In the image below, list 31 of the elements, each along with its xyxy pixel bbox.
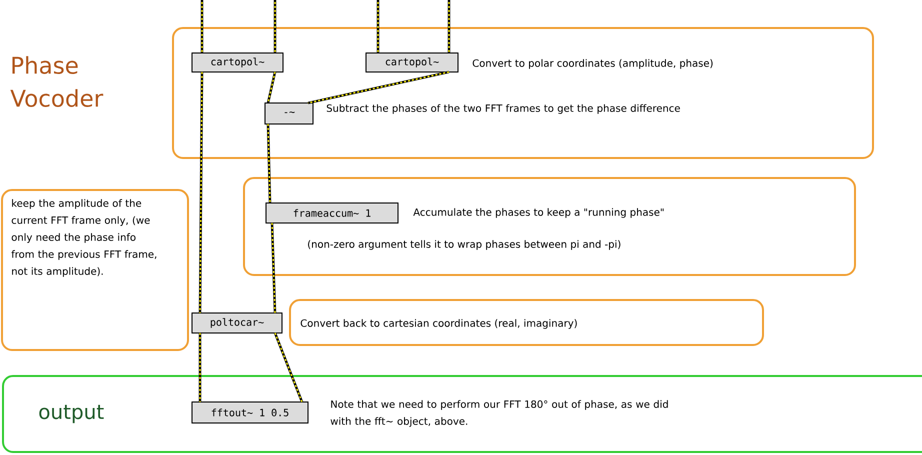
section-heading: output bbox=[39, 404, 104, 424]
patch-cord bbox=[274, 332, 304, 402]
patch-cord bbox=[376, 0, 380, 53]
patch-cord bbox=[270, 222, 276, 314]
patch-cord bbox=[308, 70, 450, 104]
patch-cord bbox=[198, 72, 204, 313]
object-box: -~ bbox=[264, 102, 314, 124]
comment-panel bbox=[172, 27, 874, 159]
comment-text: Note that we need to perform our FFT 180° out of phase, as we did with the fft~ object, above. bbox=[330, 400, 668, 427]
comment-text: Convert to polar coordinates (amplitude, phase) bbox=[472, 59, 713, 69]
patch-cord bbox=[200, 0, 204, 53]
comment-panel bbox=[243, 177, 856, 276]
comment-text: Subtract the phases of the two FFT frames to get the phase difference bbox=[326, 104, 680, 114]
object-box: fftout~ 1 0.5 bbox=[192, 402, 308, 424]
comment-text: (non-zero argument tells it to wrap phases between pi and -pi) bbox=[308, 240, 620, 250]
object-box: frameaccum~ 1 bbox=[266, 202, 398, 224]
patch-cord bbox=[266, 124, 272, 204]
comment-panel bbox=[1, 189, 189, 351]
object-box: poltocar~ bbox=[192, 312, 282, 334]
comment-text: Convert back to cartesian coordinates (real, imaginary) bbox=[300, 319, 577, 329]
patch-cord bbox=[274, 0, 276, 53]
title: Phase Vocoder bbox=[10, 56, 104, 107]
patch-cord bbox=[448, 0, 450, 53]
object-box: cartopol~ bbox=[366, 52, 458, 72]
patch-cord bbox=[198, 333, 202, 402]
comment-panel bbox=[2, 375, 922, 453]
patch-cord bbox=[266, 72, 276, 104]
object-box: cartopol~ bbox=[192, 52, 284, 72]
comment-text: Accumulate the phases to keep a "running phase" bbox=[413, 208, 664, 218]
comment-text: keep the amplitude of the current FFT frame only, (we only need the phase info from the previous FFT frame, not its amplitude). bbox=[11, 199, 156, 277]
comment-panel bbox=[289, 299, 764, 346]
